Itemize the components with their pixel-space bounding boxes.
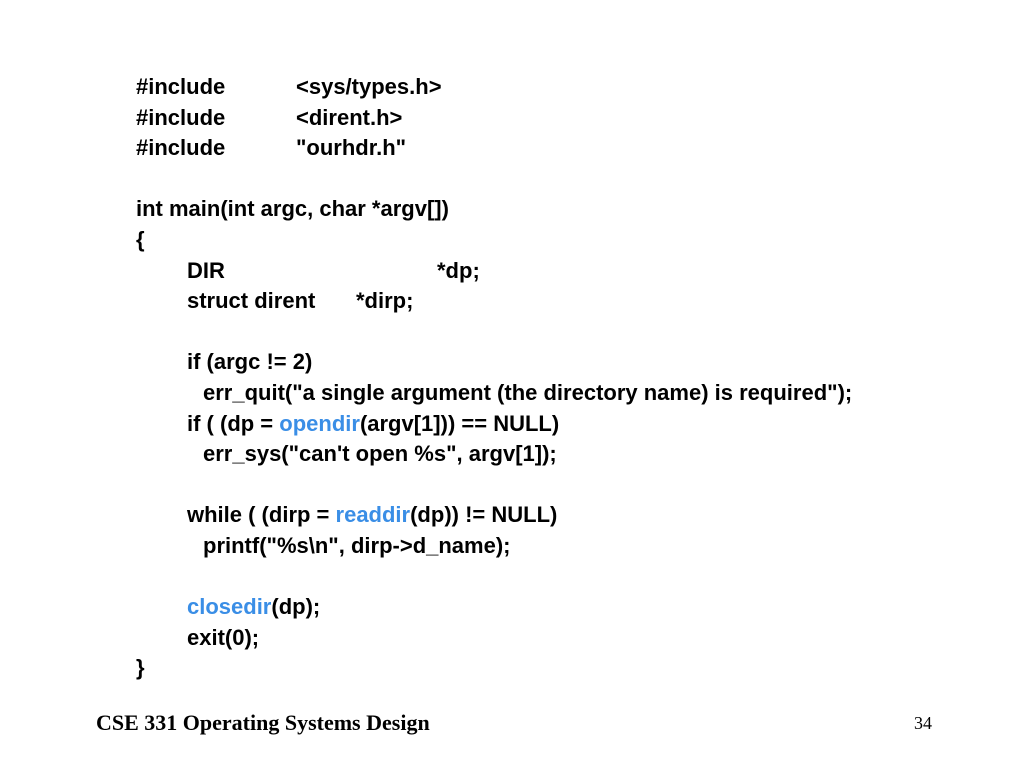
- readdir-function-name: readdir: [335, 502, 411, 528]
- code-line-if-argc: if (argc != 2): [187, 349, 313, 375]
- page-number: 34: [914, 713, 932, 733]
- decl-type: struct dirent: [187, 288, 316, 314]
- code-line-include-sys-types: #include <sys/types.h>: [136, 72, 852, 103]
- code-line-include-dirent: #include <dirent.h>: [136, 103, 852, 134]
- decl-var: *dp;: [437, 257, 480, 283]
- include-keyword: #include: [136, 74, 226, 99]
- code-line-if-opendir: if ( (dp = opendir(argv[1])) == NULL): [136, 409, 852, 440]
- code-text: (dp);: [271, 594, 321, 620]
- code-text: (dp)) != NULL): [410, 502, 558, 528]
- blank-line: [136, 470, 852, 501]
- closedir-function-name: closedir: [187, 594, 272, 620]
- include-header: "ourhdr.h": [296, 135, 407, 161]
- code-line-decl-dirent: struct dirent *dirp;: [136, 286, 852, 317]
- code-text: (argv[1])) == NULL): [359, 410, 560, 436]
- code-line-open-brace: {: [136, 226, 145, 252]
- footer-course-title: CSE 331 Operating Systems Design: [96, 710, 430, 735]
- include-header: <dirent.h>: [296, 104, 403, 130]
- code-line-err-sys: err_sys("can't open %s", argv[1]);: [203, 441, 557, 467]
- code-line-while-readdir: while ( (dirp = readdir(dp)) != NULL): [136, 500, 852, 531]
- include-header: <sys/types.h>: [296, 74, 442, 99]
- include-keyword: #include: [136, 135, 226, 161]
- blank-line: [136, 562, 852, 593]
- code-line-printf: printf("%s\n", dirp->d_name);: [203, 532, 511, 558]
- code-listing: #include <sys/types.h> #include <dirent.h>…: [136, 72, 852, 684]
- include-keyword: #include: [136, 104, 226, 130]
- decl-var: *dirp;: [356, 288, 414, 314]
- code-text: if ( (dp =: [187, 410, 280, 436]
- code-line-exit: exit(0);: [187, 624, 260, 650]
- opendir-function-name: opendir: [279, 410, 360, 436]
- decl-type: DIR: [187, 257, 225, 283]
- code-line-main-signature: int main(int argc, char *argv[]): [136, 196, 449, 222]
- code-line-include-ourhdr: #include "ourhdr.h": [136, 133, 852, 164]
- code-line-err-quit: err_quit("a single argument (the directo…: [203, 379, 853, 405]
- blank-line: [136, 317, 852, 348]
- code-line-close-brace: }: [136, 655, 145, 681]
- code-line-decl-dir: DIR *dp;: [136, 256, 852, 287]
- code-line-closedir: closedir(dp);: [136, 592, 852, 623]
- code-text: while ( (dirp =: [187, 502, 336, 528]
- blank-line: [136, 164, 852, 195]
